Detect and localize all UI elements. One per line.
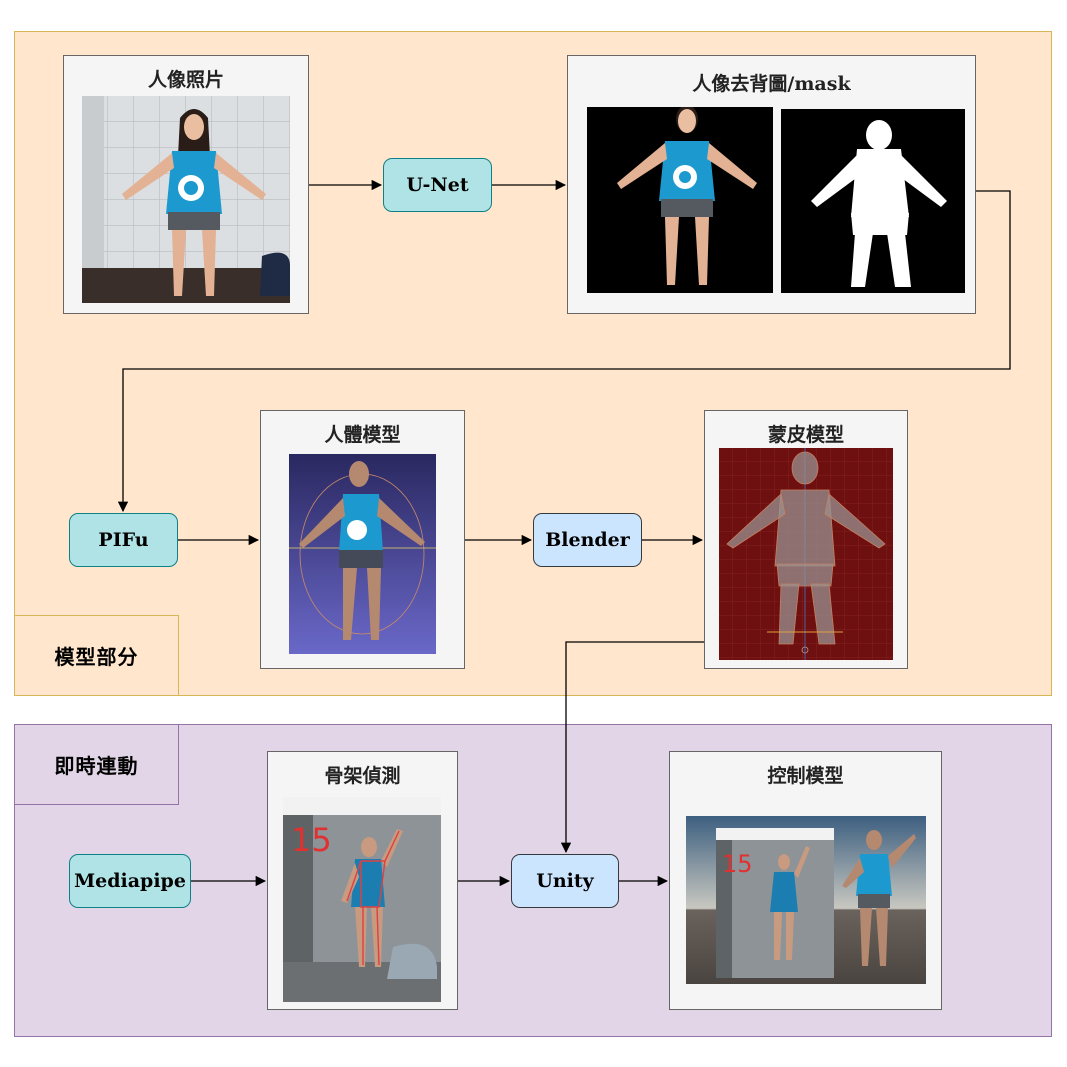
bg-removed-panel: 人像去背圖/mask [567,55,976,314]
arrow-skin-to-unity [560,641,704,854]
skeleton-title: 骨架偵測 [324,765,401,787]
portrait-title: 人像照片 [147,69,224,91]
bg-removed-image [587,107,773,293]
skeleton-panel: 骨架偵測 15 [267,751,458,1010]
unity-node[interactable]: Unity [511,854,619,908]
skinned-model-panel: 蒙皮模型 [704,410,908,669]
skinned-model-title: 蒙皮模型 [767,424,844,446]
skinned-model-image [719,448,893,660]
body-model-image [289,454,436,654]
model-section-label: 模型部分 [14,615,179,696]
body-model-panel: 人體模型 [260,410,465,669]
skeleton-image: 15 [283,797,441,1002]
pifu-node[interactable]: PIFu [69,513,178,567]
mediapipe-node[interactable]: Mediapipe [69,854,191,908]
control-count: 15 [722,850,753,878]
unet-node[interactable]: U-Net [383,158,492,212]
portrait-photo [82,96,290,303]
live-section-label: 即時連動 [14,724,179,805]
control-image: 15 [686,816,926,984]
arrow-mask-to-pifu [117,190,1011,513]
mask-image [781,109,965,293]
control-title: 控制模型 [767,765,844,787]
bg-removed-title: 人像去背圖/mask [692,73,851,95]
portrait-panel: 人像照片 [63,55,309,314]
blender-node[interactable]: Blender [533,513,642,567]
body-model-title: 人體模型 [324,424,401,446]
control-panel: 控制模型 15 [669,751,942,1010]
skeleton-count: 15 [291,821,332,859]
